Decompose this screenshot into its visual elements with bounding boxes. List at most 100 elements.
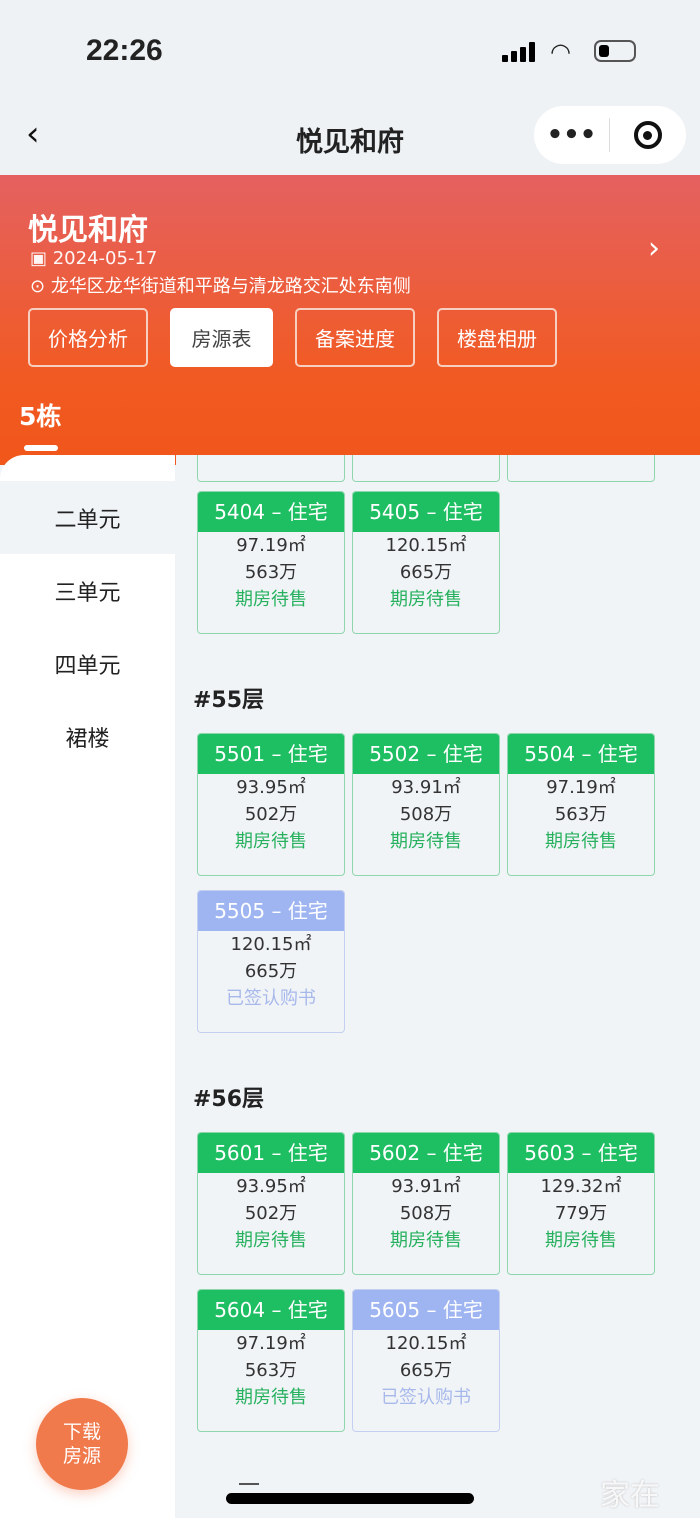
location-icon: ⊙ bbox=[30, 276, 51, 297]
unit-status: 期房待售 bbox=[390, 1230, 462, 1251]
unit-card[interactable]: 5405 – 住宅 120.15㎡ 665万 期房待售 bbox=[352, 491, 500, 634]
unit-card[interactable]: 5603 – 住宅 129.32㎡ 779万 期房待售 bbox=[507, 1132, 655, 1275]
clock: 22:26 bbox=[86, 34, 163, 67]
page-title: 悦见和府 bbox=[296, 127, 404, 158]
fab-label-2: 房源 bbox=[62, 1445, 101, 1467]
calendar-icon: ▣ bbox=[30, 248, 53, 269]
project-name: 悦见和府 bbox=[28, 213, 148, 248]
chevron-right-icon[interactable]: › bbox=[648, 231, 660, 266]
sidebar-item-unit4[interactable]: 四单元 bbox=[54, 653, 121, 679]
unit-price: 563万 bbox=[244, 562, 298, 583]
partial-row bbox=[176, 455, 700, 491]
unit-status: 已签认购书 bbox=[226, 988, 316, 1009]
more-button[interactable]: ••• bbox=[546, 120, 597, 150]
next-floor-heading-partial bbox=[239, 1483, 259, 1485]
unit-area: 97.19㎡ bbox=[546, 777, 616, 798]
tab-album[interactable]: 楼盘相册 bbox=[437, 308, 557, 367]
unit-status: 期房待售 bbox=[390, 589, 462, 610]
unit-area: 97.19㎡ bbox=[236, 535, 306, 556]
unit-card[interactable]: 5602 – 住宅 93.91㎡ 508万 期房待售 bbox=[352, 1132, 500, 1275]
unit-area: 120.15㎡ bbox=[385, 1333, 467, 1354]
unit-price: 563万 bbox=[554, 804, 608, 825]
back-button[interactable]: ‹ bbox=[26, 114, 40, 154]
unit-card[interactable]: 5604 – 住宅 97.19㎡ 563万 期房待售 bbox=[197, 1289, 345, 1432]
unit-status: 期房待售 bbox=[545, 1230, 617, 1251]
unit-card[interactable]: 5404 – 住宅 97.19㎡ 563万 期房待售 bbox=[197, 491, 345, 634]
card-partial bbox=[507, 455, 655, 482]
tab-price-analysis[interactable]: 价格分析 bbox=[28, 308, 148, 367]
floor-heading: #55层 bbox=[193, 688, 265, 713]
fab-label-1: 下载 bbox=[62, 1421, 101, 1443]
unit-area: 129.32㎡ bbox=[540, 1176, 622, 1197]
target-icon bbox=[633, 121, 662, 149]
unit-area: 93.95㎡ bbox=[236, 1176, 306, 1197]
status-bar: 22:26 ◠ bbox=[0, 0, 700, 100]
unit-card[interactable]: 5605 – 住宅 120.15㎡ 665万 已签认购书 bbox=[352, 1289, 500, 1432]
unit-title: 5502 – 住宅 bbox=[353, 734, 499, 774]
card-partial bbox=[352, 455, 500, 482]
wifi-icon: ◠ bbox=[550, 38, 571, 66]
mini-program-capsule: ••• bbox=[534, 106, 686, 164]
unit-area: 93.95㎡ bbox=[236, 777, 306, 798]
card-partial bbox=[197, 455, 345, 482]
unit-title: 5405 – 住宅 bbox=[353, 492, 499, 532]
unit-status: 期房待售 bbox=[235, 1387, 307, 1408]
download-units-button[interactable]: 下载 房源 bbox=[36, 1398, 128, 1490]
unit-title: 5604 – 住宅 bbox=[198, 1290, 344, 1330]
unit-price: 508万 bbox=[399, 804, 453, 825]
unit-card[interactable]: 5505 – 住宅 120.15㎡ 665万 已签认购书 bbox=[197, 890, 345, 1033]
unit-status: 期房待售 bbox=[235, 589, 307, 610]
sidebar-item-unit2[interactable]: 二单元 bbox=[0, 481, 175, 554]
address-text: 龙华区龙华街道和平路与清龙路交汇处东南侧 bbox=[50, 276, 411, 297]
unit-card[interactable]: 5502 – 住宅 93.91㎡ 508万 期房待售 bbox=[352, 733, 500, 876]
tab-filing-progress[interactable]: 备案进度 bbox=[295, 308, 415, 367]
divider bbox=[609, 118, 610, 152]
unit-status: 期房待售 bbox=[235, 831, 307, 852]
unit-title: 5504 – 住宅 bbox=[508, 734, 654, 774]
unit-status: 期房待售 bbox=[545, 831, 617, 852]
nav-bar: ‹ 悦见和府 ••• bbox=[0, 100, 700, 175]
project-tabs: 价格分析 房源表 备案进度 楼盘相册 bbox=[28, 308, 557, 367]
unit-title: 5404 – 住宅 bbox=[198, 492, 344, 532]
unit-area: 93.91㎡ bbox=[391, 777, 461, 798]
unit-area: 120.15㎡ bbox=[230, 934, 312, 955]
tab-unit-table[interactable]: 房源表 bbox=[170, 308, 273, 367]
unit-area: 120.15㎡ bbox=[385, 535, 467, 556]
unit-title: 5505 – 住宅 bbox=[198, 891, 344, 931]
unit-price: 665万 bbox=[399, 1360, 453, 1381]
unit-title: 5602 – 住宅 bbox=[353, 1133, 499, 1173]
unit-card[interactable]: 5601 – 住宅 93.95㎡ 502万 期房待售 bbox=[197, 1132, 345, 1275]
unit-title: 5601 – 住宅 bbox=[198, 1133, 344, 1173]
unit-title: 5603 – 住宅 bbox=[508, 1133, 654, 1173]
unit-price: 502万 bbox=[244, 1203, 298, 1224]
floor-heading: #56层 bbox=[193, 1087, 265, 1112]
signal-icon bbox=[502, 42, 535, 62]
building-tab-indicator bbox=[24, 445, 58, 451]
date-text: 2024-05-17 bbox=[52, 248, 158, 269]
home-indicator bbox=[226, 1493, 474, 1504]
watermark: 家在 bbox=[600, 1478, 660, 1513]
unit-card[interactable]: 5501 – 住宅 93.95㎡ 502万 期房待售 bbox=[197, 733, 345, 876]
sidebar-item-unit3[interactable]: 三单元 bbox=[54, 580, 121, 606]
unit-price: 779万 bbox=[554, 1203, 608, 1224]
unit-card[interactable]: 5504 – 住宅 97.19㎡ 563万 期房待售 bbox=[507, 733, 655, 876]
project-address: ⊙ 龙华区龙华街道和平路与清龙路交汇处东南侧 bbox=[30, 272, 411, 298]
unit-sidebar: 二单元 三单元 四单元 裙楼 bbox=[0, 455, 175, 1518]
unit-title: 5605 – 住宅 bbox=[353, 1290, 499, 1330]
unit-price: 502万 bbox=[244, 804, 298, 825]
unit-price: 563万 bbox=[244, 1360, 298, 1381]
unit-status: 期房待售 bbox=[390, 831, 462, 852]
unit-price: 665万 bbox=[244, 961, 298, 982]
project-header: 悦见和府 ▣ 2024-05-17 ⊙ 龙华区龙华街道和平路与清龙路交汇处东南侧… bbox=[0, 175, 700, 465]
unit-area: 93.91㎡ bbox=[391, 1176, 461, 1197]
sidebar-item-podium[interactable]: 裙楼 bbox=[65, 726, 110, 752]
building-tab[interactable]: 5栋 bbox=[19, 402, 62, 431]
unit-price: 508万 bbox=[399, 1203, 453, 1224]
close-button[interactable] bbox=[610, 121, 685, 149]
unit-title: 5501 – 住宅 bbox=[198, 734, 344, 774]
unit-area: 97.19㎡ bbox=[236, 1333, 306, 1354]
